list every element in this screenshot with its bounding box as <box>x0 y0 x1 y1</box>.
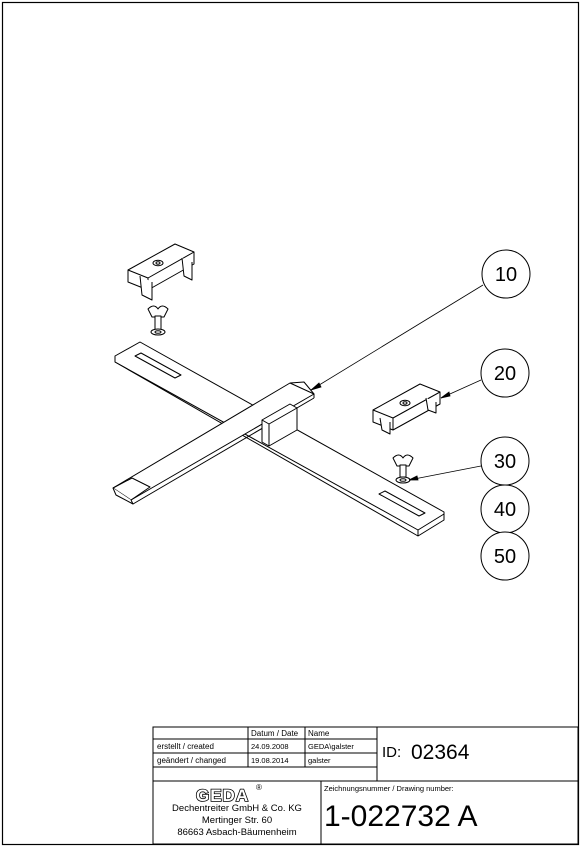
id-value: 02364 <box>411 741 470 764</box>
callout-20: 20 <box>480 348 530 398</box>
company-street: Mertinger Str. 60 <box>201 815 273 826</box>
geda-logo-text: GEDA <box>195 785 250 806</box>
drawing-number: 1-022732 A <box>324 800 478 833</box>
long-bar-slot-left <box>134 352 182 379</box>
callout-50-label: 50 <box>494 546 516 568</box>
created-label: erstellt / created <box>157 742 214 751</box>
callout-50: 50 <box>480 531 530 581</box>
callout-30-label: 30 <box>494 451 516 473</box>
callout-10-label: 10 <box>495 264 517 286</box>
changed-name: galster <box>308 756 331 765</box>
callout-20-label: 20 <box>494 363 516 385</box>
leader-lines <box>310 284 484 481</box>
clamp-bracket-right <box>372 383 441 435</box>
center-block <box>261 403 298 447</box>
name-header: Name <box>308 729 330 738</box>
drawing-number-label: Zeichnungsnummer / Drawing number: <box>324 784 454 793</box>
changed-label: geändert / changed <box>157 756 226 765</box>
wing-bolt-upper <box>147 305 169 336</box>
id-label: ID: <box>382 744 402 761</box>
created-date: 24.09.2008 <box>251 742 289 751</box>
changed-date: 19.08.2014 <box>251 756 289 765</box>
company-name: Dechentreiter GmbH & Co. KG <box>172 803 302 814</box>
cross-bar <box>112 381 315 505</box>
clamp-bracket-left <box>127 243 195 301</box>
assembly-drawing <box>112 243 445 537</box>
date-header: Datum / Date <box>251 729 299 738</box>
created-name: GEDA\galster <box>308 742 354 751</box>
long-bar-slot-right <box>378 490 426 517</box>
company-city: 86663 Asbach-Bäumenheim <box>177 827 297 838</box>
callout-40-label: 40 <box>494 499 516 521</box>
registered-mark: ® <box>256 783 262 792</box>
callout-40: 40 <box>480 484 530 534</box>
callouts: 10 20 30 40 50 <box>480 249 531 581</box>
callout-30: 30 <box>480 436 530 486</box>
title-block-grid <box>152 726 579 845</box>
geda-logo: GEDA <box>195 785 256 806</box>
wing-bolt-lower <box>392 454 414 484</box>
callout-10: 10 <box>481 249 531 299</box>
